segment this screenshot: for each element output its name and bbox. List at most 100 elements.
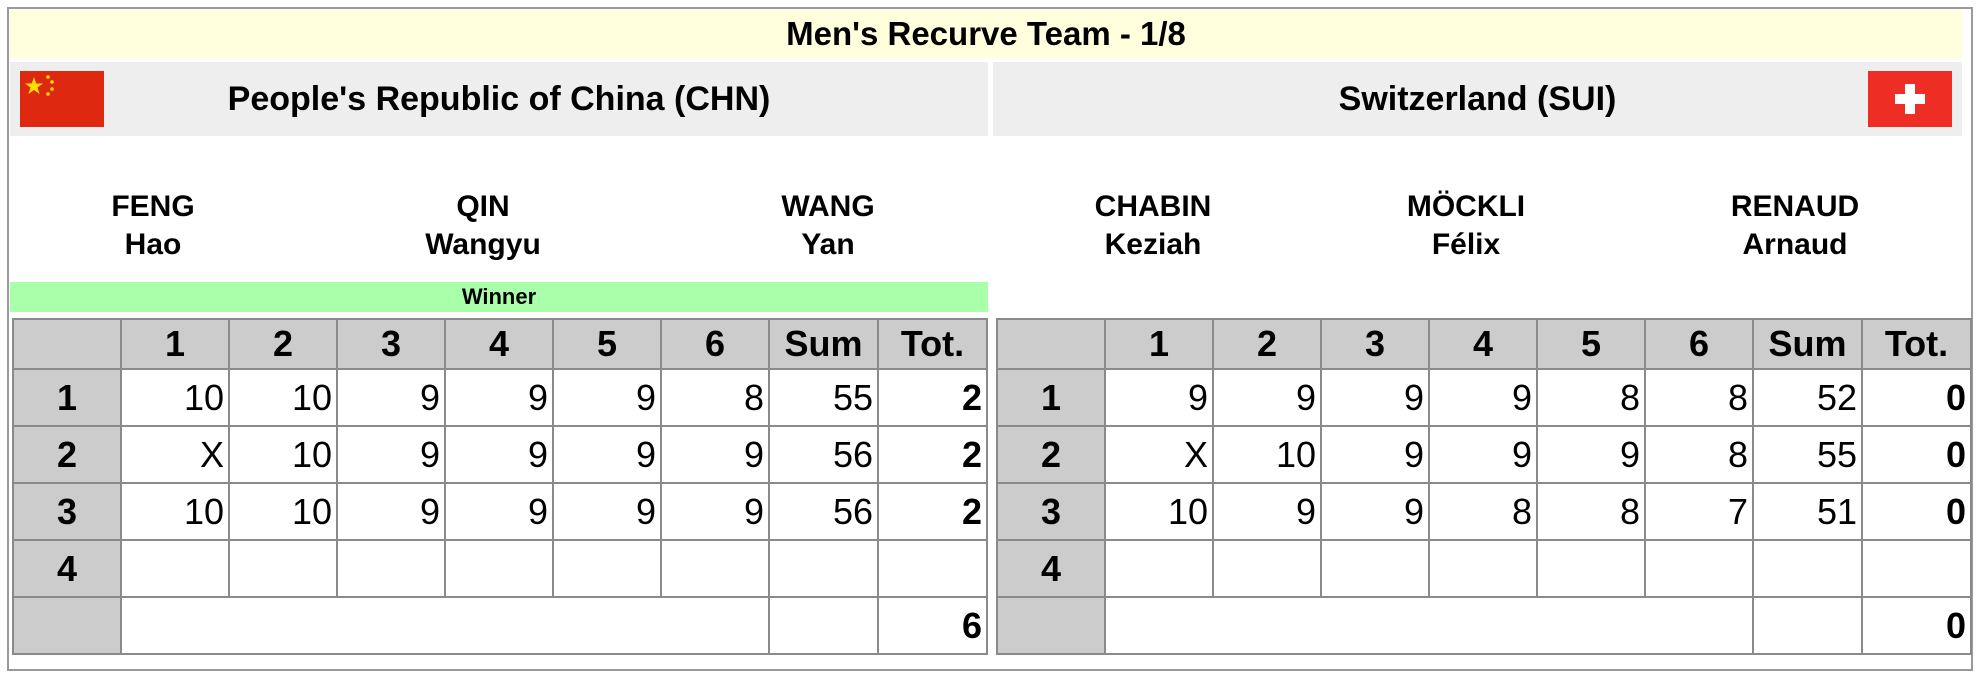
- arrow-score: [228, 539, 338, 598]
- total-row-header: [996, 596, 1106, 655]
- table-row: 2 X 10 9 9 9 9 56 2: [12, 425, 988, 484]
- arrow-score: 9: [1212, 482, 1322, 541]
- arrow-score: 9: [1428, 425, 1538, 484]
- total-row: 6: [12, 596, 988, 655]
- arrow-score: [336, 539, 446, 598]
- athlete-first-name: Keziah: [1104, 228, 1202, 261]
- arrow-score: [552, 539, 662, 598]
- set-sum: 56: [768, 482, 879, 541]
- arrow-score: 9: [660, 482, 770, 541]
- arrow-score: [1536, 539, 1646, 598]
- arrow-score: 10: [1104, 482, 1214, 541]
- set-number: 2: [12, 425, 122, 484]
- column-header: 6: [660, 318, 770, 370]
- switzerland-flag-icon: [1868, 71, 1952, 127]
- total-row: 0: [996, 596, 1972, 655]
- team-header-sui: Switzerland (SUI): [993, 62, 1962, 136]
- set-sum: [1752, 539, 1863, 598]
- arrow-score: 9: [1536, 425, 1646, 484]
- table-row: 4: [12, 539, 988, 598]
- table-header-row: 1 2 3 4 5 6 Sum Tot.: [996, 318, 1972, 370]
- arrow-score: 10: [228, 425, 338, 484]
- china-flag-icon: [20, 71, 104, 127]
- arrow-score: 9: [336, 482, 446, 541]
- column-header: Sum: [768, 318, 879, 370]
- arrow-score: 9: [1212, 368, 1322, 427]
- table-row: 1 10 10 9 9 9 8 55 2: [12, 368, 988, 427]
- athlete-card: QIN Wangyu: [333, 188, 633, 264]
- athlete-first-name: Arnaud: [1742, 228, 1848, 261]
- set-number: 4: [996, 539, 1106, 598]
- arrow-score: 10: [120, 482, 230, 541]
- column-header: 2: [1212, 318, 1322, 370]
- column-header: Tot.: [1861, 318, 1972, 370]
- column-header: 5: [552, 318, 662, 370]
- set-points: 0: [1861, 368, 1972, 427]
- arrow-score: [444, 539, 554, 598]
- column-header: 5: [1536, 318, 1646, 370]
- arrow-score: [1644, 539, 1754, 598]
- table-row: 3 10 10 9 9 9 9 56 2: [12, 482, 988, 541]
- set-points: [1861, 539, 1972, 598]
- column-header: 4: [1428, 318, 1538, 370]
- arrow-score: 7: [1644, 482, 1754, 541]
- arrow-score: 10: [1212, 425, 1322, 484]
- set-number: 1: [12, 368, 122, 427]
- arrow-score: 9: [336, 425, 446, 484]
- athlete-last-name: MÖCKLI: [1406, 190, 1526, 223]
- team-header-chn: People's Republic of China (CHN): [10, 62, 988, 136]
- team-name-chn: People's Republic of China (CHN): [227, 80, 771, 118]
- athlete-last-name: WANG: [781, 190, 875, 223]
- table-header-row: 1 2 3 4 5 6 Sum Tot.: [12, 318, 988, 370]
- total-spacer: [1104, 596, 1754, 655]
- set-points: 2: [877, 368, 988, 427]
- arrow-score: [1320, 539, 1430, 598]
- athlete-last-name: QIN: [456, 190, 510, 223]
- team-name-sui: Switzerland (SUI): [1338, 80, 1617, 118]
- column-header: Tot.: [877, 318, 988, 370]
- athlete-card: MÖCKLI Félix: [1316, 188, 1616, 264]
- set-number: 2: [996, 425, 1106, 484]
- total-row-header: [12, 596, 122, 655]
- score-table-sui: 1 2 3 4 5 6 Sum Tot. 1 9 9 9 9 8 8 52 0 …: [996, 318, 1972, 655]
- arrow-score: 9: [444, 368, 554, 427]
- arrow-score: 9: [1320, 482, 1430, 541]
- arrow-score: 8: [1428, 482, 1538, 541]
- athlete-card: WANG Yan: [678, 188, 978, 264]
- arrow-score: 9: [336, 368, 446, 427]
- arrow-score: 8: [660, 368, 770, 427]
- set-points: 0: [1861, 425, 1972, 484]
- arrow-score: 8: [1536, 368, 1646, 427]
- athlete-card: RENAUD Arnaud: [1645, 188, 1945, 264]
- column-header: 3: [336, 318, 446, 370]
- match-total: 0: [1861, 596, 1972, 655]
- arrow-score: [1104, 539, 1214, 598]
- athlete-first-name: Hao: [124, 228, 182, 261]
- set-sum: 55: [1752, 425, 1863, 484]
- arrow-score: 8: [1644, 425, 1754, 484]
- set-points: 2: [877, 425, 988, 484]
- column-header: Sum: [1752, 318, 1863, 370]
- table-row: 1 9 9 9 9 8 8 52 0: [996, 368, 1972, 427]
- set-number: 3: [996, 482, 1106, 541]
- arrow-score: 8: [1644, 368, 1754, 427]
- arrow-score: 9: [552, 425, 662, 484]
- athlete-card: CHABIN Keziah: [1003, 188, 1303, 264]
- athlete-first-name: Wangyu: [425, 228, 541, 261]
- arrow-score: 9: [1320, 425, 1430, 484]
- match-total: 6: [877, 596, 988, 655]
- column-header: 1: [1104, 318, 1214, 370]
- set-sum: 55: [768, 368, 879, 427]
- athlete-first-name: Yan: [801, 228, 855, 261]
- arrow-score: 9: [444, 482, 554, 541]
- arrow-score: 9: [1428, 368, 1538, 427]
- winner-badge: Winner: [10, 282, 988, 312]
- arrow-score: 9: [1320, 368, 1430, 427]
- arrow-score: X: [120, 425, 230, 484]
- set-number: 1: [996, 368, 1106, 427]
- arrow-score: 10: [228, 368, 338, 427]
- set-number: 3: [12, 482, 122, 541]
- total-sum: [1752, 596, 1863, 655]
- arrow-score: 9: [444, 425, 554, 484]
- arrow-score: 9: [660, 425, 770, 484]
